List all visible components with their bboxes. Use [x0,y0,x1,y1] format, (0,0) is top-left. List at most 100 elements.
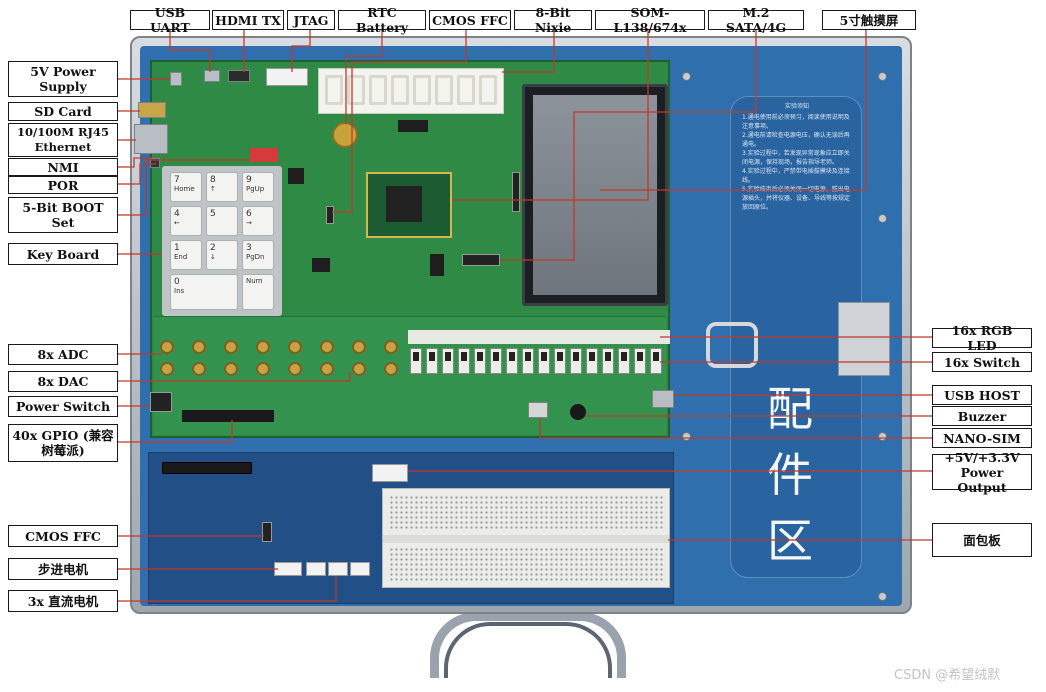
adc-coax-connector [384,340,398,354]
key-6: 6→ [242,206,274,236]
key-sub: End [174,253,188,261]
som-module [366,172,452,238]
cmos-ffc-connector [262,522,272,542]
toggle-switch [602,348,614,374]
toggle-switch [618,348,630,374]
boot-dip-switch [250,148,278,162]
ic-chip [398,120,428,132]
ic-chip [430,254,444,276]
ic-chip [312,258,330,272]
lab-instructions: 实验须知 1.通电使用前必须预习，阅读使用说明及注意事项。 2.通电前请检查电源… [742,102,852,236]
key-main: 3 [246,243,252,253]
dc-motor-header-3 [350,562,370,576]
lcd-glass [533,95,657,295]
key-5: 5 [206,206,238,236]
toggle-switch [410,348,422,374]
label-m2-sata: M.2 SATA/4G [708,5,804,35]
nixie-digit [391,75,409,105]
touchscreen-lcd [522,84,668,306]
nixie-digit [413,75,431,105]
m2-slot [462,254,500,266]
screw [878,72,887,81]
hdmi-port [228,70,250,82]
instruction-line-1: 1.通电使用前必须预习，阅读使用说明及注意事项。 [742,114,850,130]
label-16x-switch: 16x Switch [932,352,1032,372]
breadboard-gap [383,535,669,543]
key-sub: → [246,219,252,227]
label-stepper: 步进电机 [8,558,118,580]
key-main: 6 [246,209,252,219]
screw [878,214,887,223]
rgb-led-strip [408,330,670,344]
label-8bit-nixie: 8-Bit Nixie [514,5,592,35]
label-adc: 8x ADC [8,344,118,365]
instruction-line-3: 3.实验过程中，若发现异常现象应立即关闭电源，保持现场，报告指导老师。 [742,150,850,166]
label-usb-host: USB HOST [932,385,1032,405]
breadboard [382,488,670,588]
dc-motor-header-1 [306,562,326,576]
toggle-switch [426,348,438,374]
case-handle [430,612,626,678]
label-som: SOM-L138/674x [595,5,705,35]
toggle-switch [458,348,470,374]
stepper-header [274,562,302,576]
dac-coax-connector [160,362,174,376]
sd-card-slot [138,102,166,118]
label-dac: 8x DAC [8,371,118,392]
label-touchscreen: 5寸触摸屏 [822,10,916,30]
instruction-line-5: 5.实验结束后必须关闭一切电源，拔出电源插头，并将仪器、设备、导线等按规定放回原… [742,186,851,211]
gpio-socket [162,462,252,474]
key-main: 0 [174,277,180,287]
toggle-switch [538,348,550,374]
lcd-ffc-connector [512,172,520,212]
toggle-switch [634,348,646,374]
label-gpio: 40x GPIO (兼容树莓派) [8,424,118,462]
key-4: 4← [170,206,202,236]
key-2: 2↓ [206,240,238,270]
label-cmos-ffc-bottom: CMOS FFC [8,525,118,547]
key-sub: Ins [174,287,185,295]
key-main: 4 [174,209,180,219]
nixie-digit [325,75,343,105]
dac-coax-connector [384,362,398,376]
adc-coax-connector [320,340,334,354]
screw [682,432,691,441]
toggle-switch [554,348,566,374]
nixie-digit [347,75,365,105]
label-breadboard: 面包板 [932,523,1032,557]
toggle-switch [570,348,582,374]
label-cmos-ffc-top: CMOS FFC [429,10,511,30]
nano-sim-slot [528,402,548,418]
accessory-char-3: 区 [767,514,813,568]
case-hinge [838,302,890,376]
key-main: 7 [174,175,180,185]
toggle-switch [474,348,486,374]
label-por: POR [8,176,118,194]
key-num: Num [242,274,274,310]
label-dc-motor: 3x 直流电机 [8,590,118,612]
key-main: 1 [174,243,180,253]
case-latch [706,322,758,368]
toggle-switch [490,348,502,374]
screw [682,72,691,81]
nixie-digit [435,75,453,105]
dac-coax-connector [224,362,238,376]
toggle-switch [442,348,454,374]
usb-uart-port [204,70,220,82]
adc-coax-connector [256,340,270,354]
toggle-switch [650,348,662,374]
usb-host-port [652,390,674,408]
case-handle-inner [444,622,612,678]
key-sub: ↑ [210,185,216,193]
buzzer [570,404,586,420]
instruction-line-2: 2.通电前请检查电源电压，确认无误后再通电。 [742,132,850,148]
nmi-button [150,158,160,168]
dac-coax-connector [320,362,334,376]
accessory-char-1: 配 [767,382,813,436]
toggle-switch [522,348,534,374]
